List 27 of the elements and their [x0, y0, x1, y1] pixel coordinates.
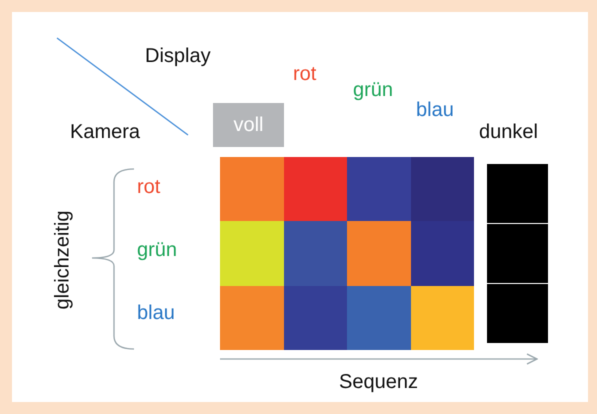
color-cell [284, 286, 347, 350]
label-box: voll [213, 103, 284, 147]
color-cell [347, 286, 410, 350]
color-cell [410, 286, 474, 350]
color-cell [347, 157, 410, 222]
column-label: dunkel [479, 122, 538, 142]
axis-label: Kamera [70, 122, 140, 142]
dark-cell [487, 224, 548, 283]
dark-cell [487, 164, 548, 223]
column-label: blau [416, 100, 454, 120]
color-cell [220, 286, 284, 350]
axis-label: gleichzeitig [52, 210, 72, 310]
color-cell [220, 221, 284, 286]
row-label: rot [137, 177, 160, 197]
color-cell [284, 221, 347, 286]
axis-label: Display [145, 46, 211, 66]
color-cell [347, 221, 410, 286]
column-label: rot [293, 64, 316, 84]
color-cell [410, 157, 474, 222]
color-cell [220, 157, 284, 222]
column-label: grün [353, 80, 394, 100]
dark-cell [487, 284, 548, 343]
color-cell [410, 221, 474, 286]
row-label: blau [137, 303, 175, 323]
row-label: grün [137, 240, 178, 260]
axis-label: Sequenz [339, 372, 418, 392]
color-cell [284, 157, 347, 222]
